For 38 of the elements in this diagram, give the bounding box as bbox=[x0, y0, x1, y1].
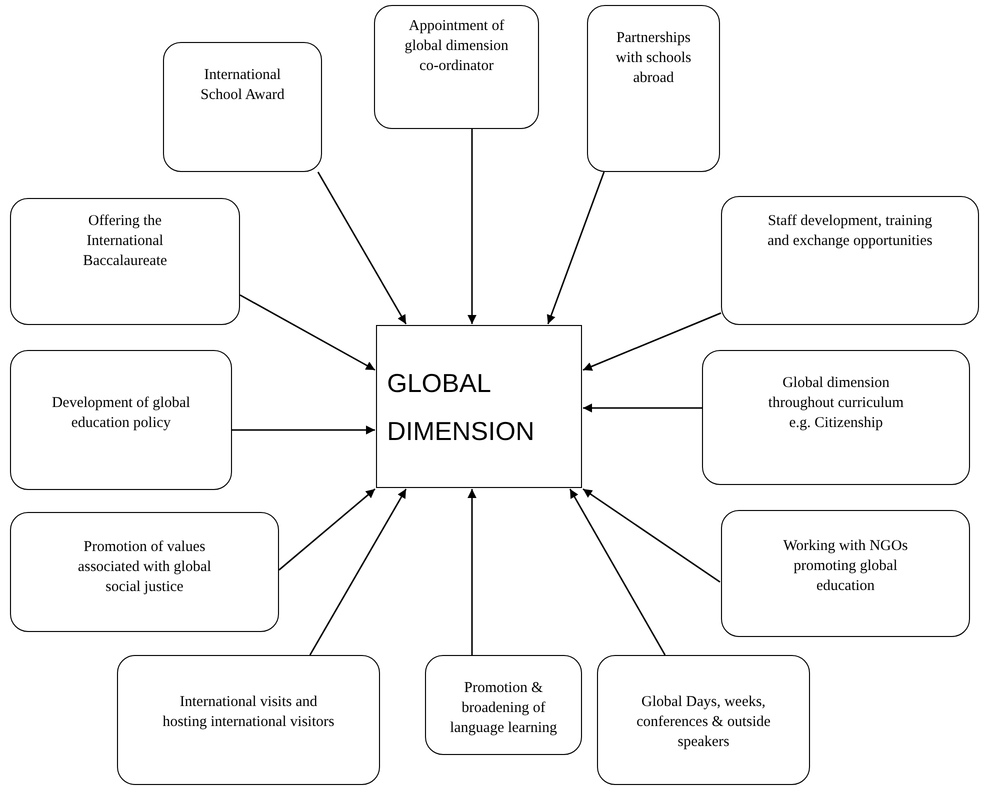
topic-text: Global dimension throughout curriculum e.g. Citizenship bbox=[767, 374, 905, 433]
arrow bbox=[309, 488, 407, 656]
topic-box bbox=[10, 350, 232, 490]
topic-text: Working with NGOs promoting global education bbox=[782, 537, 909, 596]
arrow bbox=[240, 294, 376, 371]
topic-box bbox=[10, 198, 240, 325]
topic-text: Promotion of values associated with global social justice bbox=[76, 538, 212, 597]
topic-box bbox=[117, 655, 380, 785]
topic-text: Offering the International Baccalaureate bbox=[82, 212, 168, 271]
topic-text: International School Award bbox=[199, 66, 286, 105]
topic-box bbox=[721, 510, 970, 637]
arrow bbox=[232, 426, 375, 434]
topic-text: Development of global education policy bbox=[50, 394, 192, 433]
topic-text: Staff development, training and exchange opportunities bbox=[766, 212, 934, 251]
topic-text: Appointment of global dimension co-ordinator bbox=[404, 17, 510, 76]
topic-box bbox=[374, 5, 539, 129]
topic-box bbox=[163, 42, 322, 172]
topic-box bbox=[587, 5, 720, 172]
arrow bbox=[582, 312, 722, 371]
arrow bbox=[546, 172, 605, 324]
topic-box bbox=[702, 350, 970, 485]
topic-text: Global Days, weeks, conferences & outside speakers bbox=[635, 693, 772, 752]
arrow bbox=[582, 488, 720, 583]
arrow bbox=[569, 488, 666, 656]
topic-box bbox=[10, 512, 279, 632]
topic-box bbox=[721, 196, 979, 325]
topic-box bbox=[425, 655, 582, 755]
arrow bbox=[468, 129, 476, 324]
topic-text: Promotion & broadening of language learning bbox=[448, 679, 558, 738]
topic-text: International visits and hosting international visitors bbox=[162, 693, 334, 732]
central-box bbox=[376, 325, 582, 488]
central-title: GLOBAL DIMENSION bbox=[387, 366, 536, 448]
topic-text: Partnerships with schools abroad bbox=[614, 29, 692, 88]
arrow bbox=[317, 172, 407, 324]
arrow bbox=[583, 404, 702, 412]
arrow bbox=[278, 488, 376, 571]
topic-box bbox=[597, 655, 810, 785]
arrow bbox=[468, 489, 476, 655]
